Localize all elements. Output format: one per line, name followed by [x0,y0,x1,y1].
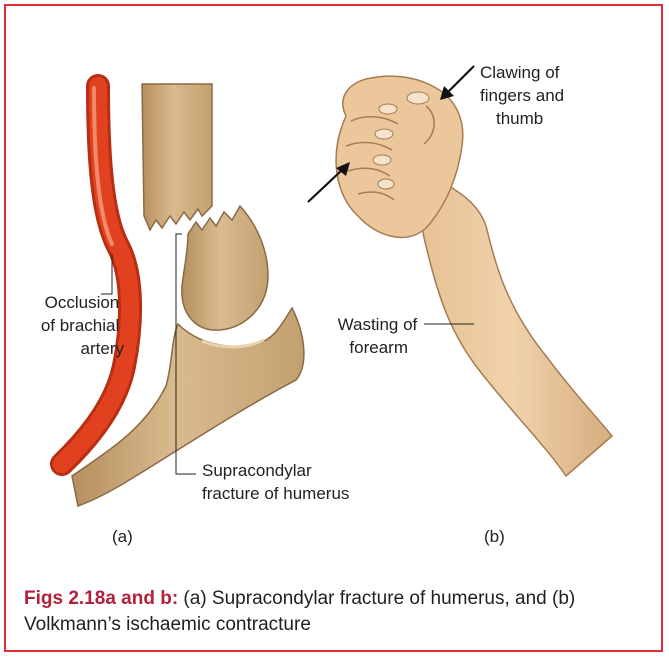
occlusion-line-2: of brachial [41,316,119,335]
wasting-label: Wasting of forearm [338,315,422,357]
figure-frame: Occlusion of brachial artery Supracondyl… [4,4,663,652]
clawing-line-1: Clawing of [480,63,560,82]
clawing-line-3: thumb [496,109,543,128]
caption-lead: Figs 2.18a and b: [24,588,178,609]
forearm [416,166,612,476]
occlusion-line-3: artery [81,339,125,358]
humerus-shaft [142,84,212,230]
wasting-line-1: Wasting of [338,315,418,334]
brachial-artery [62,86,130,464]
clawing-line-2: fingers and [480,86,564,105]
clawing-label: Clawing of fingers and thumb [480,63,569,128]
fracture-line-1: Supracondylar [202,461,312,480]
occlusion-line-1: Occlusion [45,293,120,312]
occlusion-label: Occlusion of brachial artery [41,293,125,358]
panel-a-label: (a) [112,527,133,546]
fracture-label: Supracondylar fracture of humerus [202,461,349,503]
panel-b-label: (b) [484,527,505,546]
fracture-line-2: fracture of humerus [202,484,349,503]
figure-caption: Figs 2.18a and b: (a) Supracondylar frac… [24,586,664,638]
occlusion-leader [101,254,112,294]
arrow-clawing-top [440,66,474,100]
distal-fragment [182,206,268,330]
figure-illustration: Occlusion of brachial artery Supracondyl… [6,6,665,576]
wasting-line-2: forearm [349,338,408,357]
